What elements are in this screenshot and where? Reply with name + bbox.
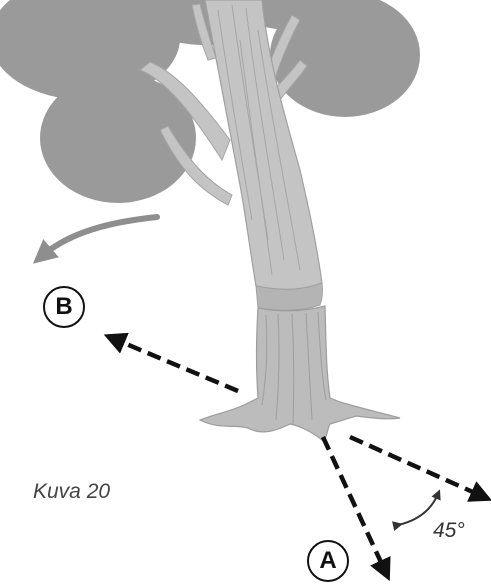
angle-arc-arrow-icon bbox=[398, 494, 438, 525]
fall-direction-arrow-icon bbox=[42, 217, 157, 256]
foliage bbox=[0, 0, 420, 203]
figure-caption: Kuva 20 bbox=[33, 480, 110, 504]
dashed-arrow-b bbox=[112, 338, 238, 391]
stump bbox=[200, 306, 400, 440]
marker-b: B bbox=[43, 286, 85, 328]
angle-label: 45° bbox=[433, 519, 465, 543]
dashed-arrow-45 bbox=[350, 437, 484, 497]
marker-a: A bbox=[307, 540, 349, 582]
